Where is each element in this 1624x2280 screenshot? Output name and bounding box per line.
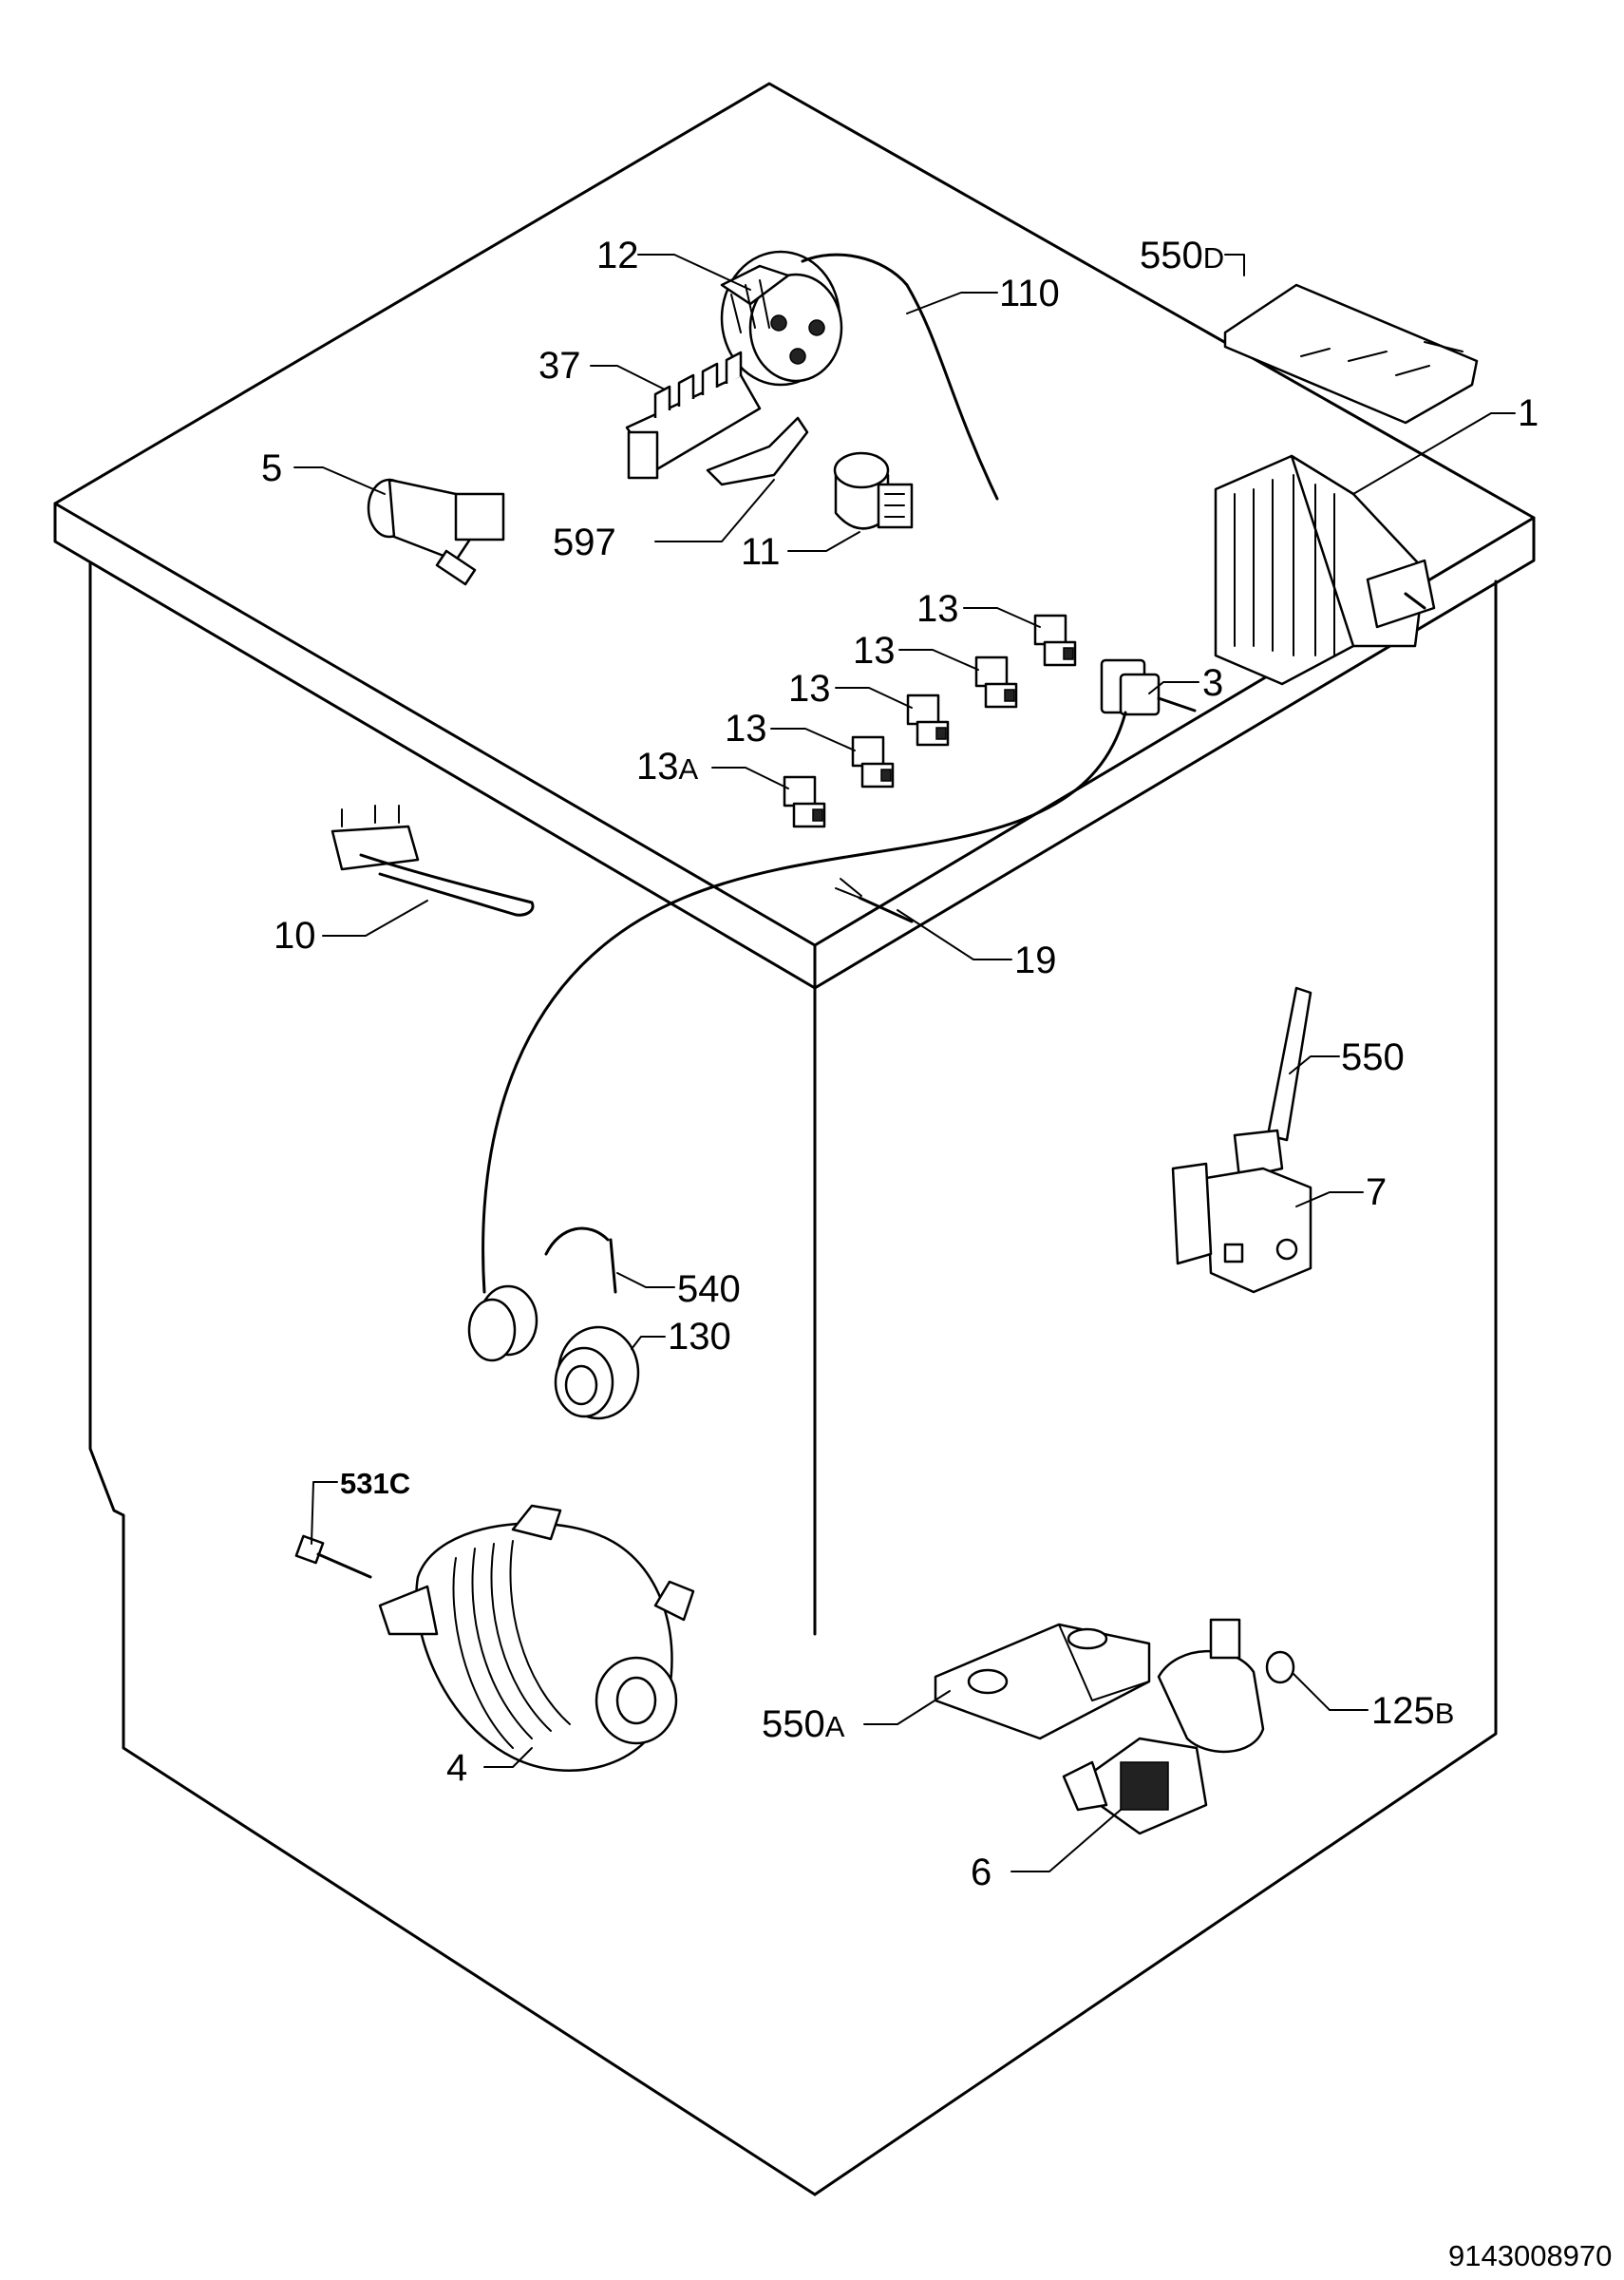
heating-element-part [330, 805, 535, 917]
label-540: 540 [677, 1268, 741, 1310]
label-3: 3 [1202, 662, 1223, 704]
programme-timer-part [1214, 454, 1436, 686]
sensor-part [835, 878, 914, 923]
label-11: 11 [741, 531, 781, 573]
hose-part [801, 253, 999, 501]
drawing-code: 9143008970 [1448, 2239, 1612, 2272]
clip-part [706, 416, 809, 486]
screw-part [294, 1534, 372, 1579]
label-6: 6 [971, 1852, 991, 1893]
label-4: 4 [446, 1747, 467, 1789]
lever-part [1233, 986, 1312, 1180]
label-13-d: 13 [725, 708, 767, 750]
push-switch-parts [783, 614, 1077, 828]
part-labels: 12 37 5 110 597 11 550D 1 13 13 13 13 13… [261, 235, 1539, 1893]
pump-cover-part [934, 1623, 1151, 1740]
cable-grommet-part [467, 1284, 538, 1362]
label-550A: 550A [762, 1703, 845, 1745]
label-110: 110 [999, 273, 1060, 314]
pressure-switch-part [720, 250, 843, 387]
cabinet-outline [53, 82, 1536, 2196]
capacitor-part [833, 451, 914, 530]
selector-switch-part [1100, 658, 1197, 716]
label-130: 130 [668, 1316, 731, 1358]
label-13-b: 13 [853, 630, 896, 672]
drain-pump-part [1062, 1618, 1265, 1835]
grommet-part [554, 1325, 640, 1420]
cover-plate-part [1223, 283, 1479, 425]
label-531C: 531C [340, 1467, 410, 1500]
label-13-c: 13 [788, 668, 831, 710]
water-valve-part [367, 478, 505, 586]
seal-ring-part [1265, 1650, 1295, 1684]
label-13A: 13A [636, 746, 699, 788]
label-597: 597 [553, 522, 616, 563]
label-550: 550 [1341, 1036, 1405, 1078]
leader-lines [293, 254, 1516, 1872]
label-5: 5 [261, 447, 282, 489]
cable-part [482, 711, 1127, 1294]
door-lock-part [1171, 1162, 1312, 1294]
label-13-a: 13 [916, 588, 959, 630]
label-37: 37 [538, 345, 581, 387]
label-7: 7 [1366, 1171, 1387, 1213]
label-125B: 125B [1371, 1690, 1454, 1732]
label-12: 12 [596, 235, 639, 276]
label-19: 19 [1014, 940, 1057, 981]
motor-part [378, 1504, 695, 1772]
label-1: 1 [1518, 392, 1539, 434]
label-550D: 550D [1140, 235, 1224, 276]
label-10: 10 [274, 915, 316, 957]
terminal-block-part [625, 351, 762, 480]
cable-clip-part [544, 1226, 617, 1294]
